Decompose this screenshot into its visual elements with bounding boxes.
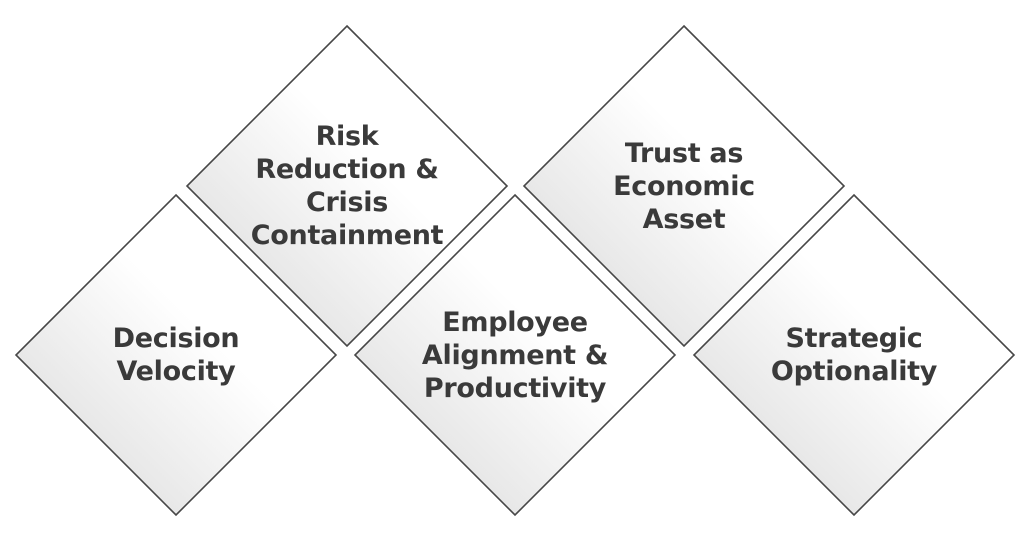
diamond-decision-velocity bbox=[14, 193, 338, 517]
diamond-employee-alignment bbox=[353, 193, 677, 517]
diamond-risk-reduction bbox=[185, 24, 509, 348]
diamond-trust-economic-asset bbox=[522, 24, 846, 348]
diamond-strategic-optionality bbox=[692, 193, 1016, 517]
